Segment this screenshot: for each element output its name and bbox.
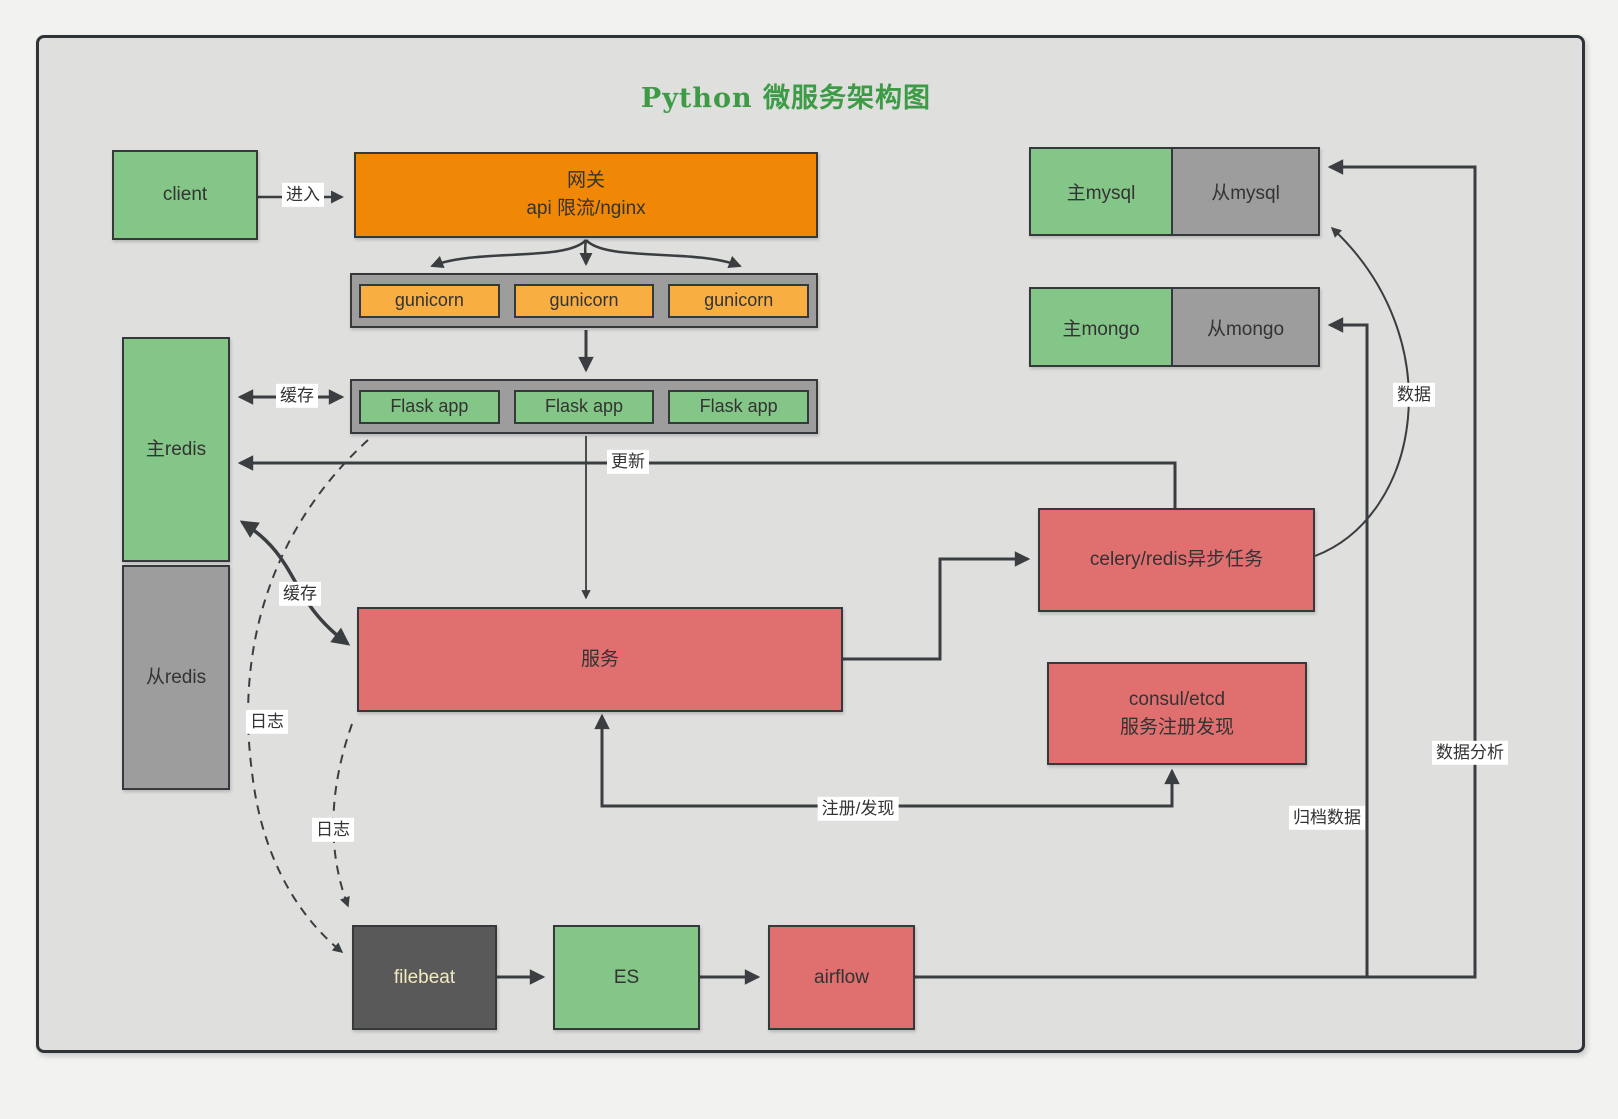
edge-label-data: 数据 [1393,382,1435,408]
node-celery[interactable]: celery/redis异步任务 [1038,508,1315,612]
node-gateway-label-line1: 网关 [566,170,605,192]
diagram-title: Python 微服务架构图 [640,83,932,114]
flask-cluster-bar[interactable]: Flask app Flask app Flask app [350,379,818,434]
node-master-mongo[interactable]: 主mongo [1031,289,1171,365]
node-gunicorn-1-label: gunicorn [394,290,464,310]
node-client[interactable]: client [112,150,258,240]
node-service[interactable]: 服务 [357,607,843,712]
edge-label-archive: 归档数据 [1289,805,1365,831]
node-service-label: 服务 [580,648,619,670]
gunicorn-cluster-bar[interactable]: gunicorn gunicorn gunicorn [350,273,818,328]
edge-label-log-service: 日志 [312,817,354,843]
node-gunicorn-1[interactable]: gunicorn [359,283,500,318]
mongo-pair: 主mongo 从mongo [1029,287,1320,367]
node-filebeat-label: filebeat [393,966,456,988]
node-flask-3-label: Flask app [699,396,778,416]
node-flask-1-label: Flask app [390,396,469,416]
node-filebeat[interactable]: filebeat [352,925,497,1030]
node-consul[interactable]: consul/etcd 服务注册发现 [1047,662,1307,765]
node-es-label: ES [613,966,640,988]
node-gunicorn-3[interactable]: gunicorn [668,283,810,318]
node-es[interactable]: ES [553,925,700,1030]
node-gateway-label-line2: api 限流/nginx [526,198,646,219]
node-gateway[interactable]: 网关 api 限流/nginx [354,152,818,238]
node-consul-label-line1: consul/etcd [1128,688,1226,710]
node-consul-label-line2: 服务注册发现 [1119,716,1234,738]
node-celery-label: celery/redis异步任务 [1089,549,1264,571]
node-master-redis-label: 主redis [145,438,207,460]
node-master-redis[interactable]: 主redis [122,337,230,562]
node-flask-3[interactable]: Flask app [668,389,810,424]
node-flask-2-label: Flask app [544,396,624,416]
node-slave-mongo[interactable]: 从mongo [1171,289,1318,365]
node-master-mongo-label: 主mongo [1062,318,1140,340]
edge-label-log-flask: 日志 [246,709,288,735]
node-airflow[interactable]: airflow [768,925,915,1030]
edge-label-update: 更新 [607,449,649,475]
node-flask-2[interactable]: Flask app [513,389,655,424]
mysql-pair: 主mysql 从mysql [1029,147,1320,236]
node-gunicorn-3-label: gunicorn [704,290,774,310]
node-master-mysql[interactable]: 主mysql [1031,149,1171,234]
node-master-mysql-label: 主mysql [1066,183,1136,204]
node-slave-redis[interactable]: 从redis [122,565,230,790]
node-client-label: client [162,184,208,206]
node-slave-mysql-label: 从mysql [1211,183,1280,204]
node-slave-mysql[interactable]: 从mysql [1171,149,1318,234]
edge-label-cache-flask: 缓存 [276,383,318,409]
node-slave-redis-label: 从redis [145,666,207,688]
node-gunicorn-2-label: gunicorn [549,290,619,310]
node-gunicorn-2[interactable]: gunicorn [513,283,655,318]
edge-label-register: 注册/发现 [817,796,899,822]
edge-label-data-analysis: 数据分析 [1432,740,1508,766]
node-slave-mongo-label: 从mongo [1206,318,1285,340]
node-flask-1[interactable]: Flask app [359,389,500,424]
edge-label-cache-service: 缓存 [279,581,321,607]
edge-label-enter: 进入 [282,182,324,208]
node-airflow-label: airflow [814,966,869,988]
